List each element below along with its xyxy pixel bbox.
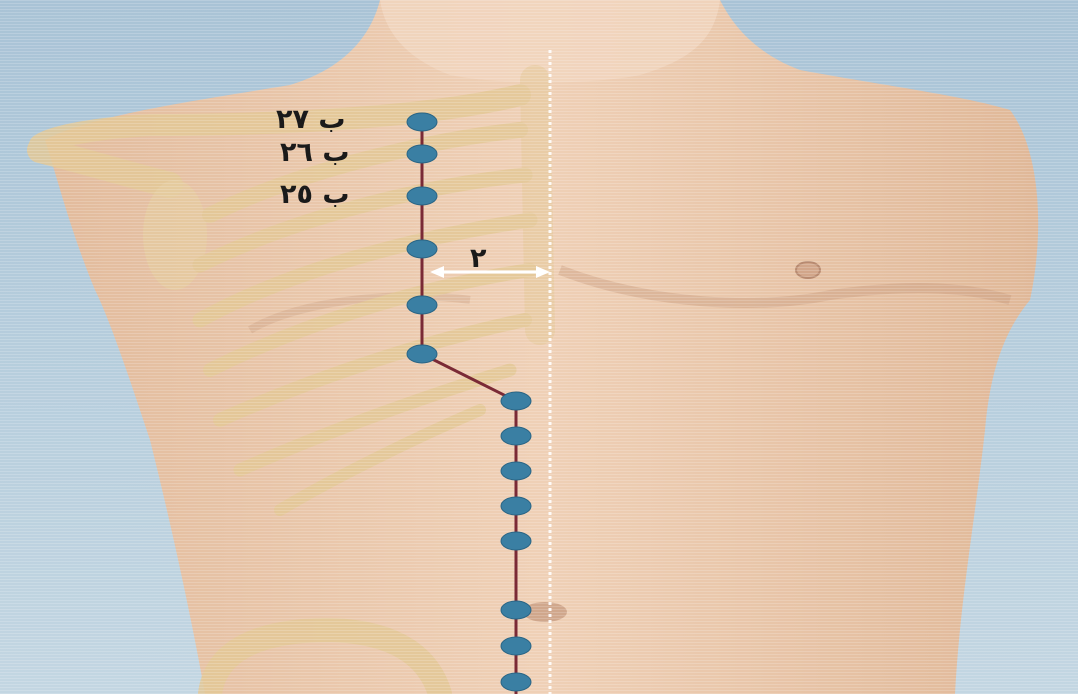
acupoint: [501, 673, 531, 691]
acupoint: [407, 240, 437, 258]
label-b25: ب ٢٥: [280, 181, 350, 208]
acupoint-b26: [407, 145, 437, 163]
distance-label: ٢: [470, 245, 486, 272]
acupoint: [501, 392, 531, 410]
acupoint: [407, 296, 437, 314]
label-b26: ب ٢٦: [280, 139, 350, 166]
label-b27: ب ٢٧: [276, 106, 346, 133]
acupoint: [501, 601, 531, 619]
acupoint-b27: [407, 113, 437, 131]
acupoint: [501, 497, 531, 515]
acupoint: [501, 532, 531, 550]
acupoint: [501, 427, 531, 445]
acupoint: [501, 462, 531, 480]
acupoint: [407, 345, 437, 363]
acupoint: [501, 637, 531, 655]
acupoint-b25: [407, 187, 437, 205]
